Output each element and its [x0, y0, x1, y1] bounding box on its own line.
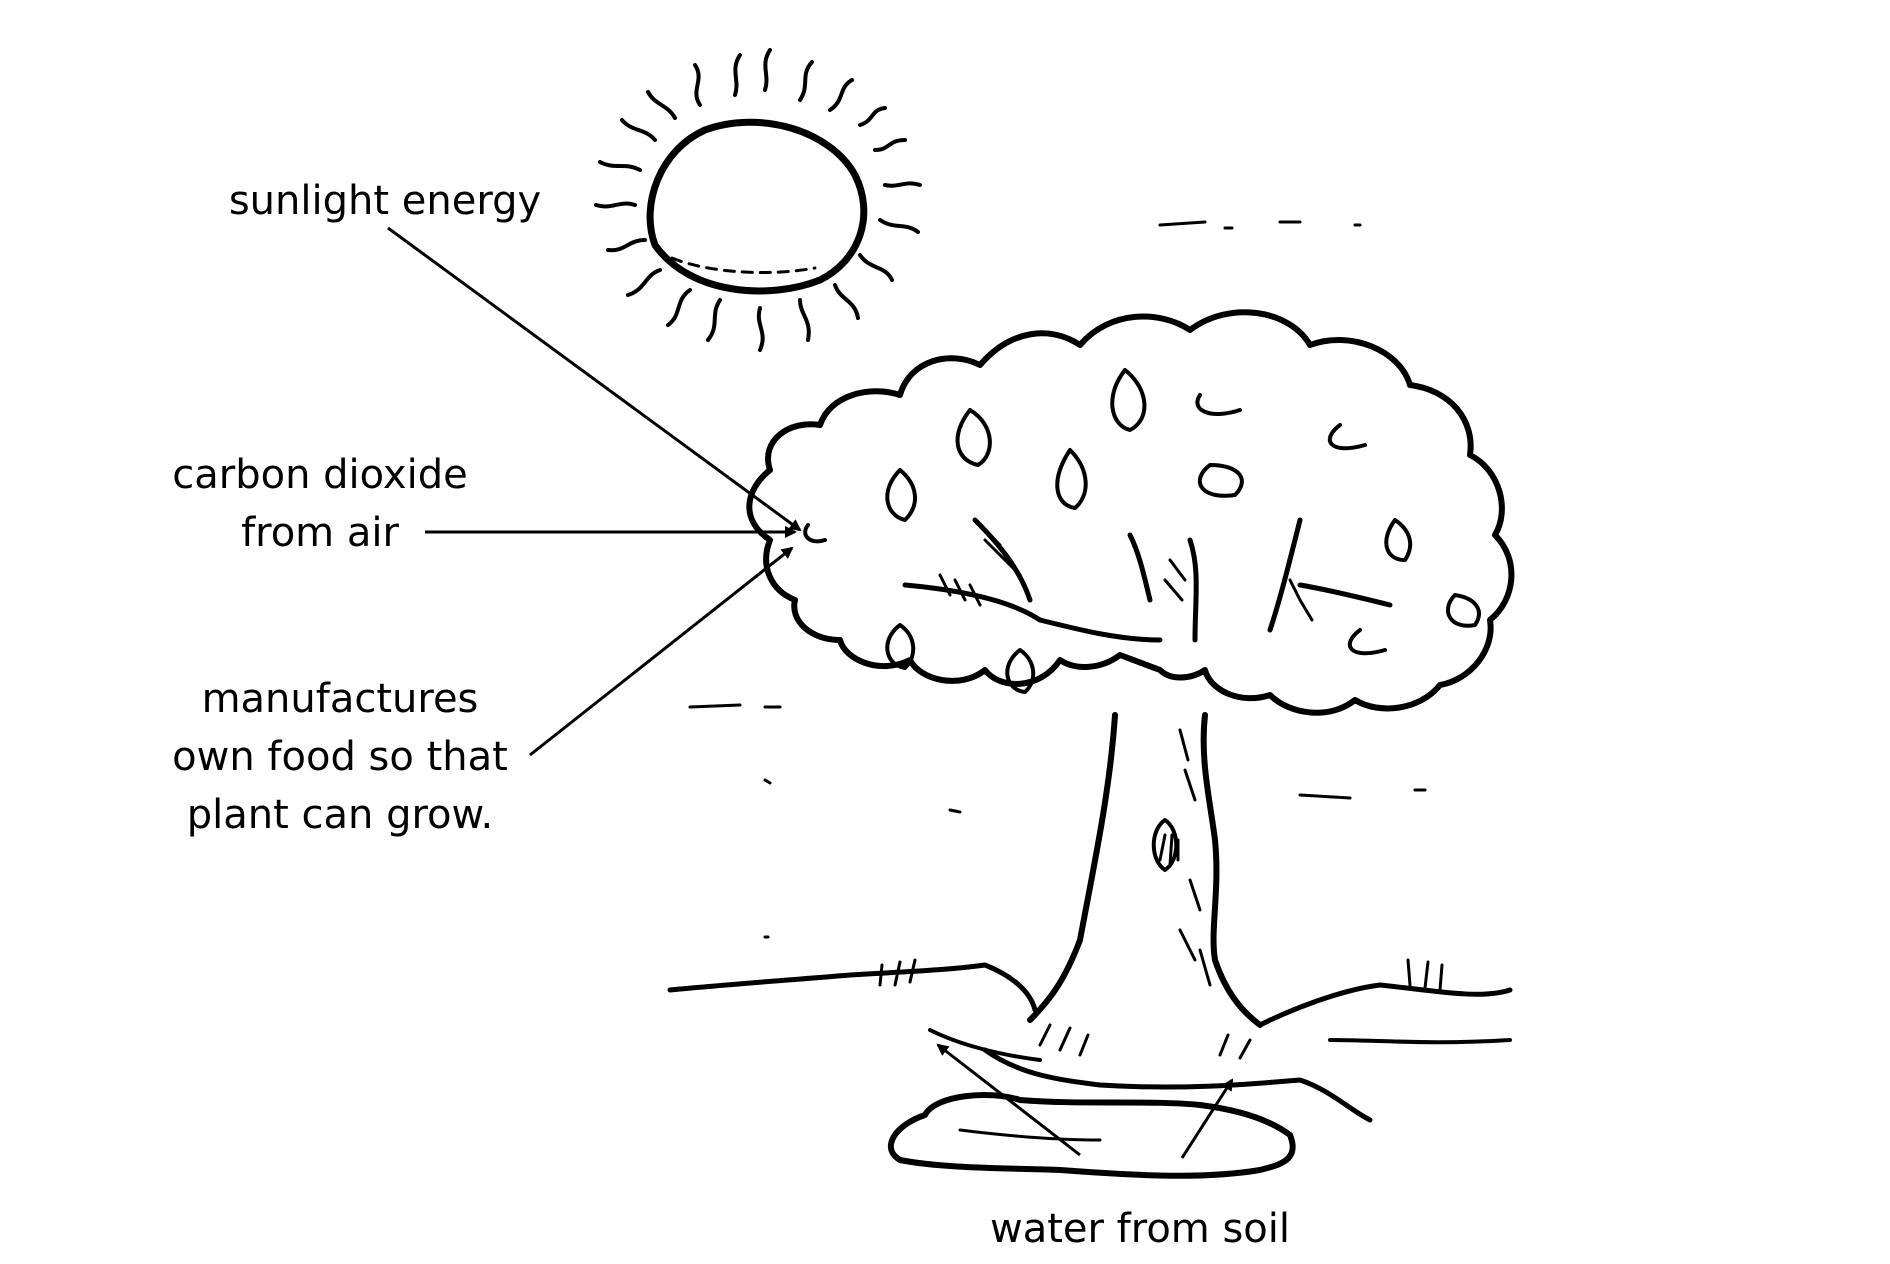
- tree-trunk-drawing: [1027, 712, 1263, 1028]
- food-manufacture-label: manufactures own food so that plant can …: [150, 670, 530, 844]
- sun-drawing: [594, 48, 922, 352]
- callout-arrows: [387, 226, 1234, 1159]
- food-line-3: plant can grow.: [186, 792, 494, 838]
- food-line-1: manufactures: [201, 676, 479, 722]
- background-marks: [688, 220, 1427, 939]
- water-from-soil-text: water from soil: [989, 1206, 1291, 1252]
- water-arrow-left: [936, 1043, 1081, 1157]
- ground-drawing: [667, 958, 1513, 1179]
- tree-canopy-drawing: [746, 309, 1515, 716]
- sunlight-arrow: [387, 226, 802, 532]
- carbon-dioxide-line-2: from air: [241, 510, 399, 556]
- sunlight-energy-label: sunlight energy: [220, 172, 550, 230]
- food-arrow: [529, 546, 794, 757]
- food-line-2: own food so that: [172, 734, 508, 780]
- sunlight-energy-text: sunlight energy: [228, 178, 542, 224]
- water-arrow-right: [1180, 1078, 1234, 1159]
- water-from-soil-label: water from soil: [975, 1200, 1305, 1258]
- carbon-dioxide-line-1: carbon dioxide: [172, 452, 468, 498]
- carbon-dioxide-label: carbon dioxide from air: [160, 446, 480, 562]
